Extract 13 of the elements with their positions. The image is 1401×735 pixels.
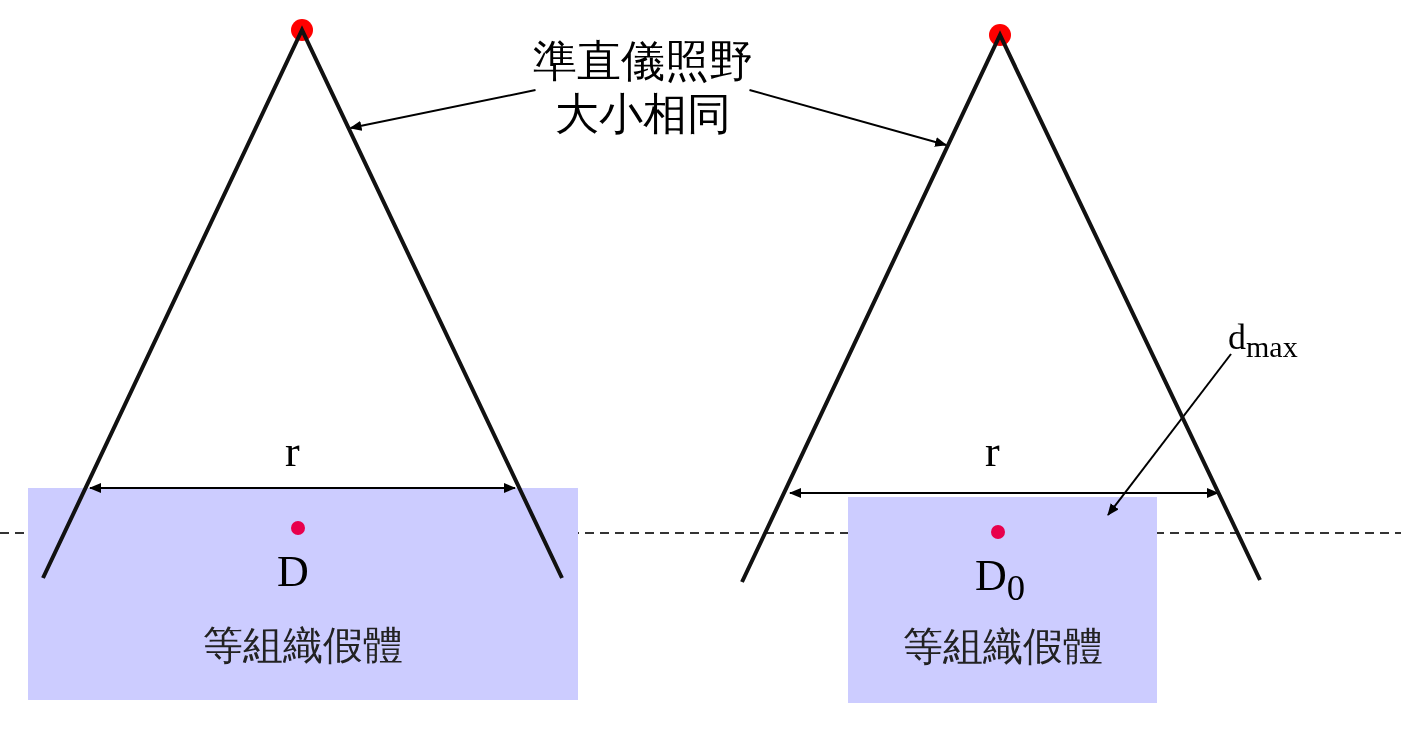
leader-line <box>349 89 537 131</box>
phantom-block <box>848 497 1157 703</box>
field-size-note: 準直儀照野大小相同 <box>532 35 753 139</box>
phantom-label: 等組織假體 <box>902 622 1103 671</box>
phantom-label: 等組織假體 <box>203 621 403 670</box>
dmax-label: d$_{max}$ <box>1228 317 1298 357</box>
dimension-label: r <box>985 428 1000 477</box>
phantom-block <box>28 488 578 700</box>
point-label: D$_{0}$ <box>975 552 1026 609</box>
leader-line <box>748 89 948 147</box>
dimension-label: r <box>285 428 300 477</box>
point-label: D <box>277 548 309 597</box>
leader-line <box>1107 353 1232 516</box>
